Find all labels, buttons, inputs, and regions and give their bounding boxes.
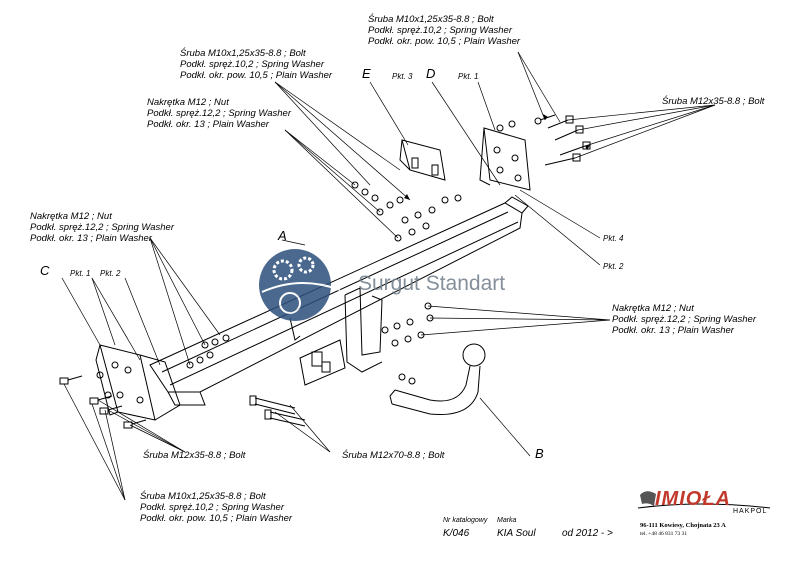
arrowheads <box>404 114 590 200</box>
label-lower-bolt-left: Śruba M12x35-8.8 ; Bolt <box>143 450 246 461</box>
pkt-1-left-label: Pkt. 1 <box>70 269 91 278</box>
watermark-logo <box>259 249 341 321</box>
catalog-label: Nr katalogowy <box>443 517 488 524</box>
brand-address: 96-111 Kowiesy, Chojnata 23 A <box>640 522 726 529</box>
catalog-value: K/046 <box>443 528 470 539</box>
bracket-c <box>95 344 181 421</box>
left-fastener-chain <box>186 334 230 369</box>
make-label: Marka <box>497 517 517 524</box>
brand-sub: HAKPOL <box>733 508 768 515</box>
pkt-2-right-label: Pkt. 2 <box>603 262 624 271</box>
year-value: od 2012 - > <box>562 528 613 539</box>
long-bolts <box>249 395 306 427</box>
label-right-bolt: Śruba M12x35-8.8 ; Bolt <box>662 96 765 107</box>
pkt-1-top-label: Pkt. 1 <box>458 72 479 81</box>
part-letter-c: C <box>40 263 50 278</box>
upper-fastener-chain <box>351 157 462 242</box>
bracket-d <box>479 127 531 191</box>
ball-bracket <box>299 287 383 386</box>
watermark-text: Surgut Standart <box>358 272 506 295</box>
part-letter-e: E <box>362 66 371 81</box>
brand-name: IMIOŁA <box>655 488 731 510</box>
right-fastener-chain <box>381 302 434 347</box>
part-letter-a: A <box>278 228 287 243</box>
part-letter-d: D <box>426 66 436 81</box>
pkt-3-label: Pkt. 3 <box>392 72 413 81</box>
make-value: KIA Soul <box>497 528 536 539</box>
brand-phone: tel. +48 46 831 73 31 <box>640 531 688 537</box>
label-lower-bolt-mid: Śruba M12x70-8.8 ; Bolt <box>342 450 445 461</box>
bracket-e <box>399 139 446 181</box>
pkt-4-label: Pkt. 4 <box>603 234 624 243</box>
ball-neck-b <box>389 343 486 416</box>
crossbar-a <box>149 196 529 406</box>
left-bolts <box>59 371 147 429</box>
pkt-2-left-label: Pkt. 2 <box>100 269 121 278</box>
leader-lines <box>61 51 716 501</box>
part-letter-b: B <box>535 446 544 461</box>
brand-logo-mark <box>637 491 771 509</box>
